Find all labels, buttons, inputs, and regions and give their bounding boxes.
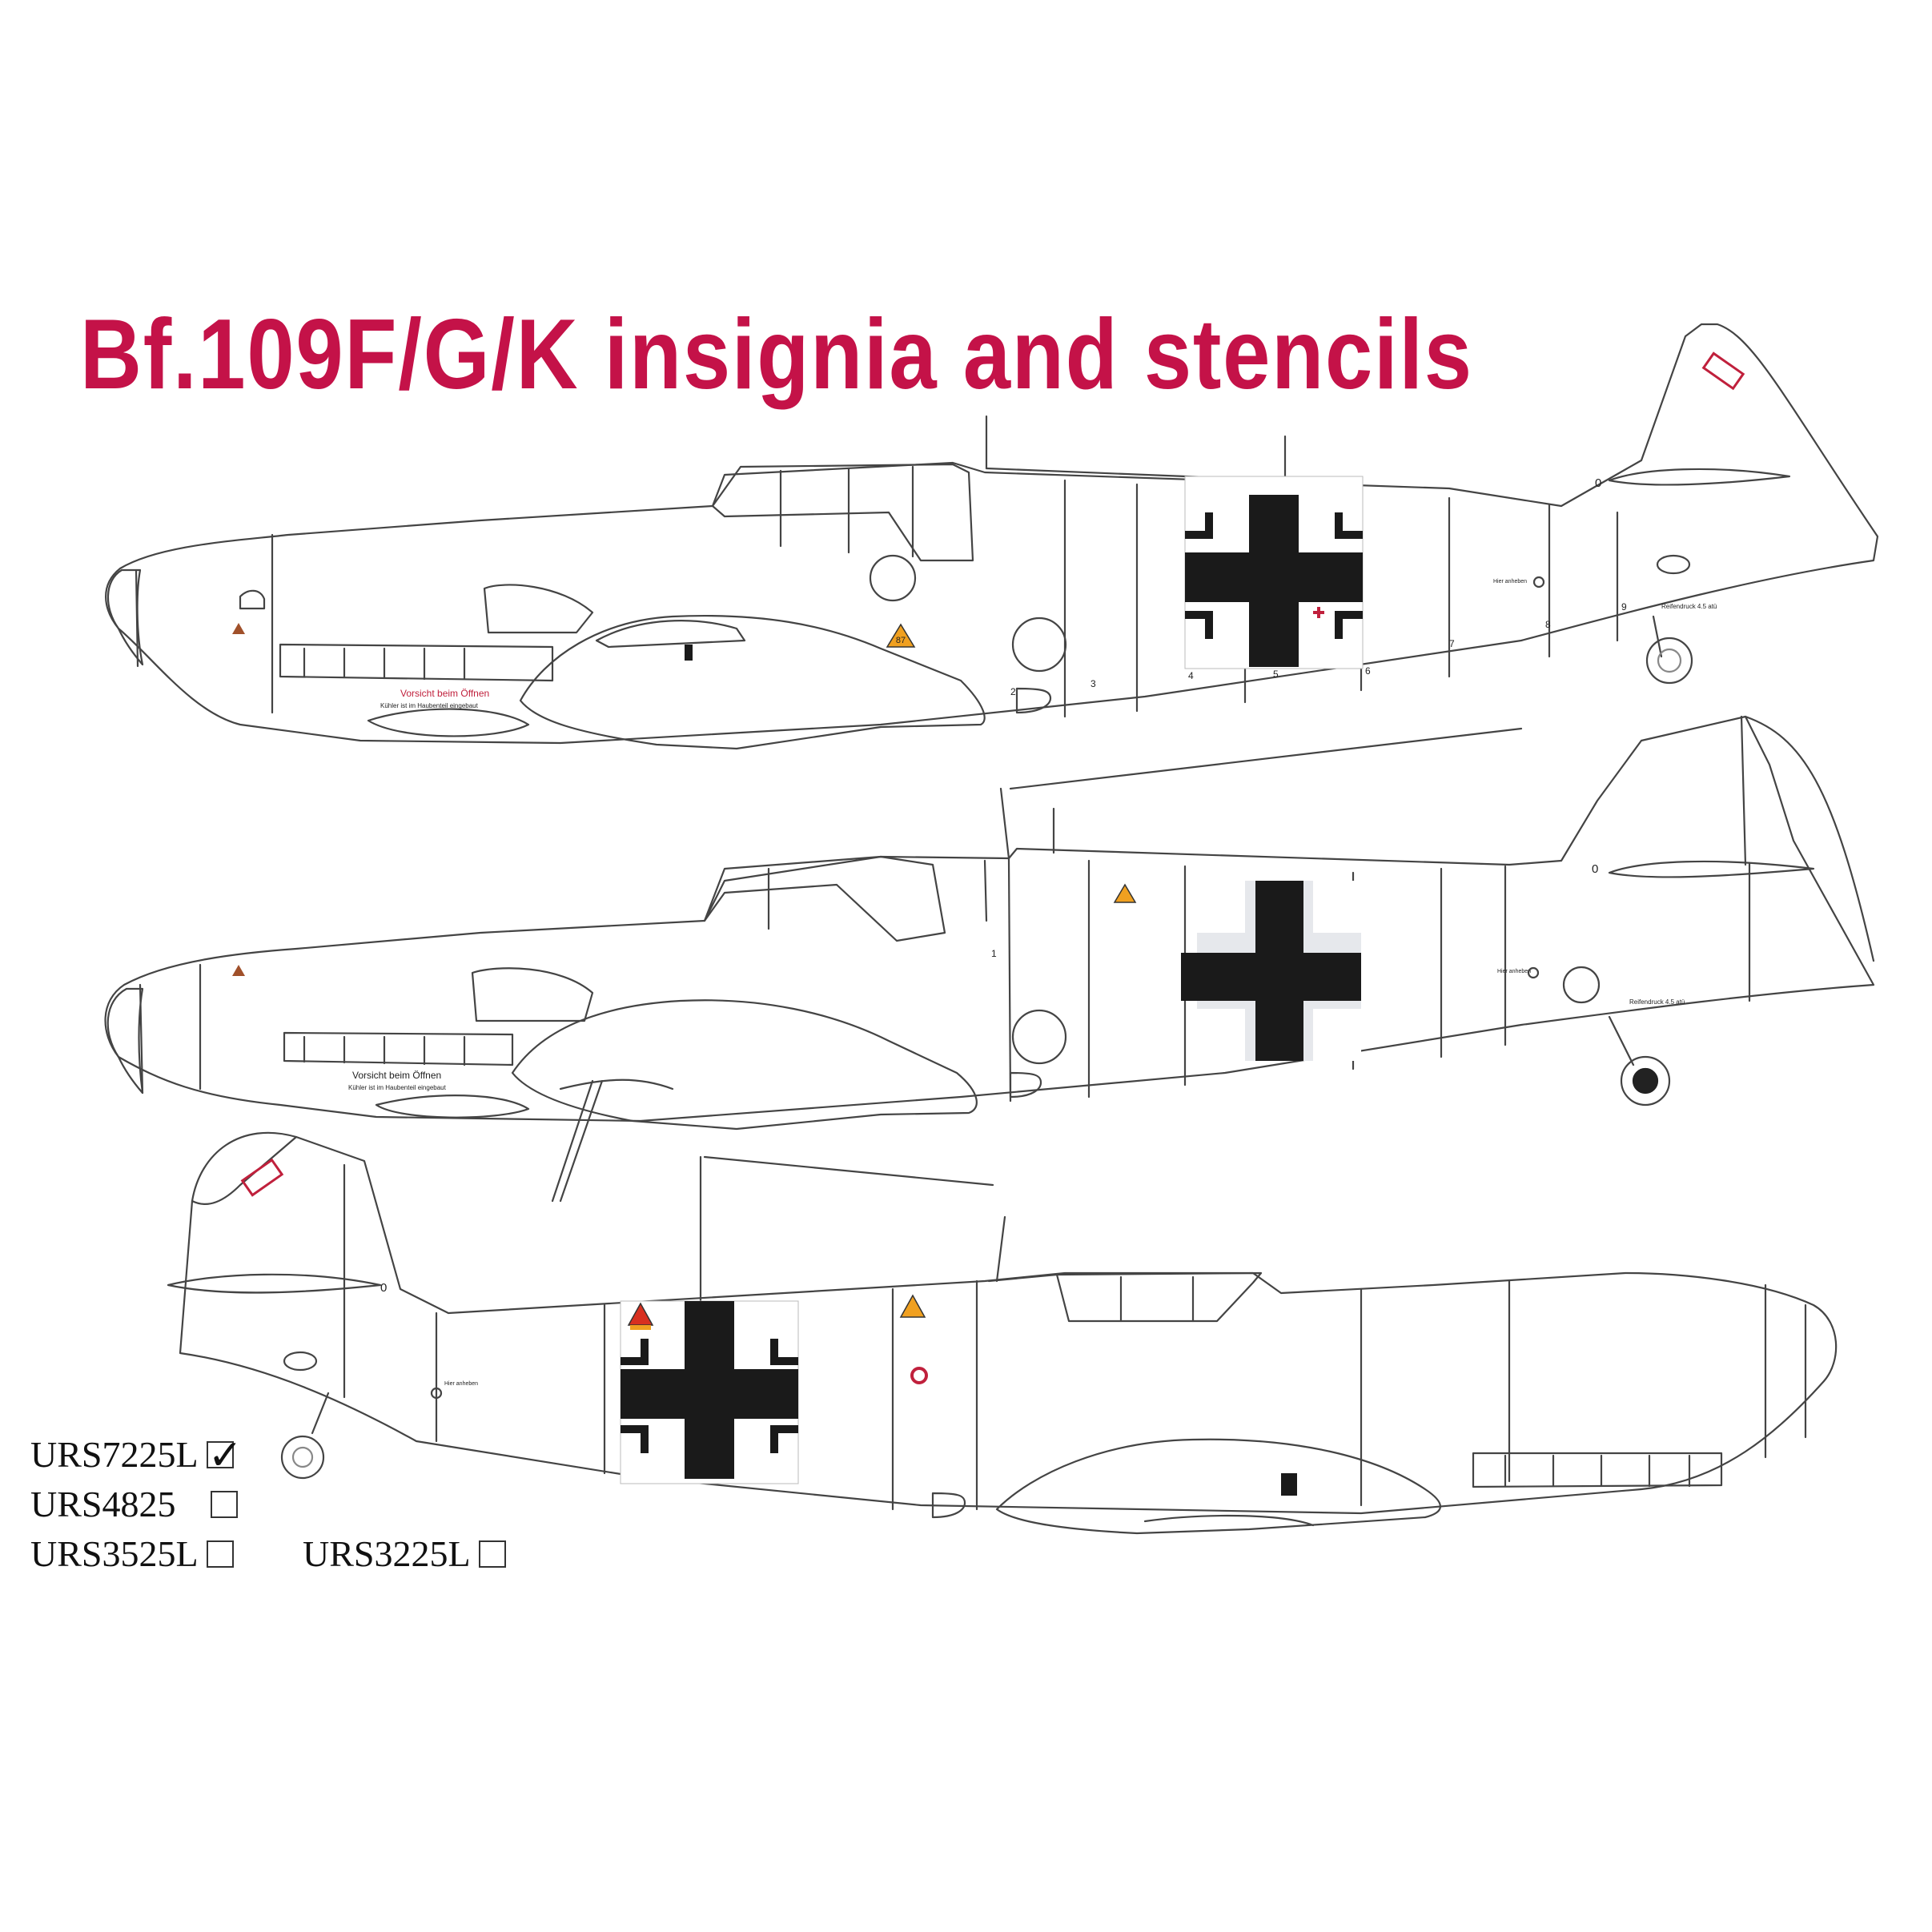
mid-tailplane — [1608, 860, 1815, 878]
svg-text:6: 6 — [1365, 665, 1371, 677]
svg-text:87: 87 — [896, 636, 906, 645]
top-canopy — [711, 463, 974, 562]
top-lift-point: Hier anheben — [1493, 579, 1527, 584]
svg-text:8: 8 — [1545, 619, 1551, 630]
fuel-triangle-bot-2 — [899, 1294, 926, 1318]
svg-text:4: 4 — [1188, 670, 1194, 681]
product-checkbox[interactable] — [478, 1540, 506, 1568]
frame-numbers: 2 3 4 5 6 7 8 9 1 — [991, 601, 1627, 959]
fin-red-panel-top — [1701, 351, 1745, 391]
product-code: URS3225L — [303, 1533, 471, 1574]
top-tailplane — [1608, 468, 1791, 486]
product-code: URS4825 — [30, 1484, 176, 1524]
mid-oil-cooler — [471, 967, 594, 1022]
product-code: URS7225L — [30, 1434, 199, 1475]
bot-fin — [191, 1135, 298, 1205]
first-aid-marker — [1313, 607, 1324, 618]
bot-tail-wheel — [280, 1435, 325, 1480]
bot-canopy — [1055, 1271, 1263, 1323]
mid-tyre-pressure: Reifendruck 4.5 atü — [1629, 998, 1685, 1006]
svg-text:0: 0 — [380, 1281, 387, 1295]
page-title: Bf.109F/G/K insignia and stencils — [80, 299, 1473, 410]
bot-lift-point: Hier anheben — [444, 1381, 478, 1387]
svg-text:3: 3 — [1091, 678, 1096, 689]
top-wing-fairing — [519, 614, 986, 750]
check-mark-icon: ✓ — [207, 1431, 243, 1480]
product-checkbox[interactable]: ✓ — [206, 1432, 243, 1480]
fuel-triangle-bot-1 — [627, 1302, 654, 1330]
top-caution-text: Vorsicht beim Öffnen — [400, 688, 489, 699]
top-caution-subtext: Kühler ist im Haubenteil eingebaut — [380, 702, 479, 709]
top-nose-intake — [367, 708, 530, 737]
svg-text:9: 9 — [1621, 601, 1627, 613]
svg-text:1: 1 — [991, 948, 997, 959]
bot-wing-fairing — [995, 1438, 1442, 1535]
fuel-triangle-mid — [1113, 883, 1137, 903]
mid-wing-fairing — [511, 999, 978, 1131]
top-fuselage-outline — [105, 323, 1879, 745]
top-cowl-bulge — [483, 584, 594, 634]
product-row-2: URS4825 — [30, 1483, 239, 1525]
fuel-triangle-top: 87 — [886, 623, 916, 648]
top-balkenkreuz — [1184, 476, 1364, 669]
mid-radiator — [283, 1031, 514, 1066]
mid-canopy — [703, 855, 946, 942]
middle-profile-aircraft — [104, 715, 1875, 1203]
top-profile-aircraft — [105, 323, 1879, 750]
mid-lift-point: Hier anheben — [1497, 969, 1531, 974]
bot-red-ring — [910, 1367, 928, 1384]
svg-text:5: 5 — [1273, 669, 1279, 680]
svg-text:7: 7 — [1449, 638, 1455, 649]
top-tail-wheel — [1645, 637, 1693, 685]
mid-fuselage-outline — [104, 715, 1875, 1123]
product-checkbox[interactable] — [211, 1490, 239, 1518]
top-tyre-pressure: Reifendruck 4.5 atü — [1661, 603, 1717, 610]
top-radiator — [279, 643, 554, 682]
svg-text:2: 2 — [1010, 686, 1016, 697]
svg-text:0: 0 — [1592, 862, 1598, 876]
svg-text:0: 0 — [1595, 476, 1601, 490]
product-row-4: URS3225L — [303, 1532, 506, 1575]
mid-tail-wheel — [1620, 1055, 1671, 1107]
trim-zero-marks: 0 0 0 — [380, 476, 1601, 1295]
bottom-profile-aircraft — [167, 1131, 1838, 1535]
product-row-1: URS7225L ✓ — [30, 1432, 243, 1480]
top-wing-leading — [595, 620, 746, 649]
mid-caution-text: Vorsicht beim Öffnen — [352, 1070, 441, 1081]
bot-fuselage-outline — [179, 1131, 1838, 1515]
bot-balkenkreuz — [620, 1300, 799, 1484]
product-code: URS3525L — [30, 1533, 199, 1574]
mid-fin — [1744, 715, 1875, 962]
mid-caution-subtext: Kühler ist im Haubenteil eingebaut — [348, 1084, 447, 1091]
product-row-3: URS3525L — [30, 1532, 234, 1575]
fin-red-panel-bot — [240, 1158, 284, 1197]
nose-triangles — [232, 623, 245, 976]
bot-radiator — [1472, 1452, 1723, 1488]
product-checkbox[interactable] — [206, 1540, 234, 1568]
mid-balkenkreuz — [1181, 881, 1361, 1061]
bot-tailplane — [167, 1273, 382, 1294]
